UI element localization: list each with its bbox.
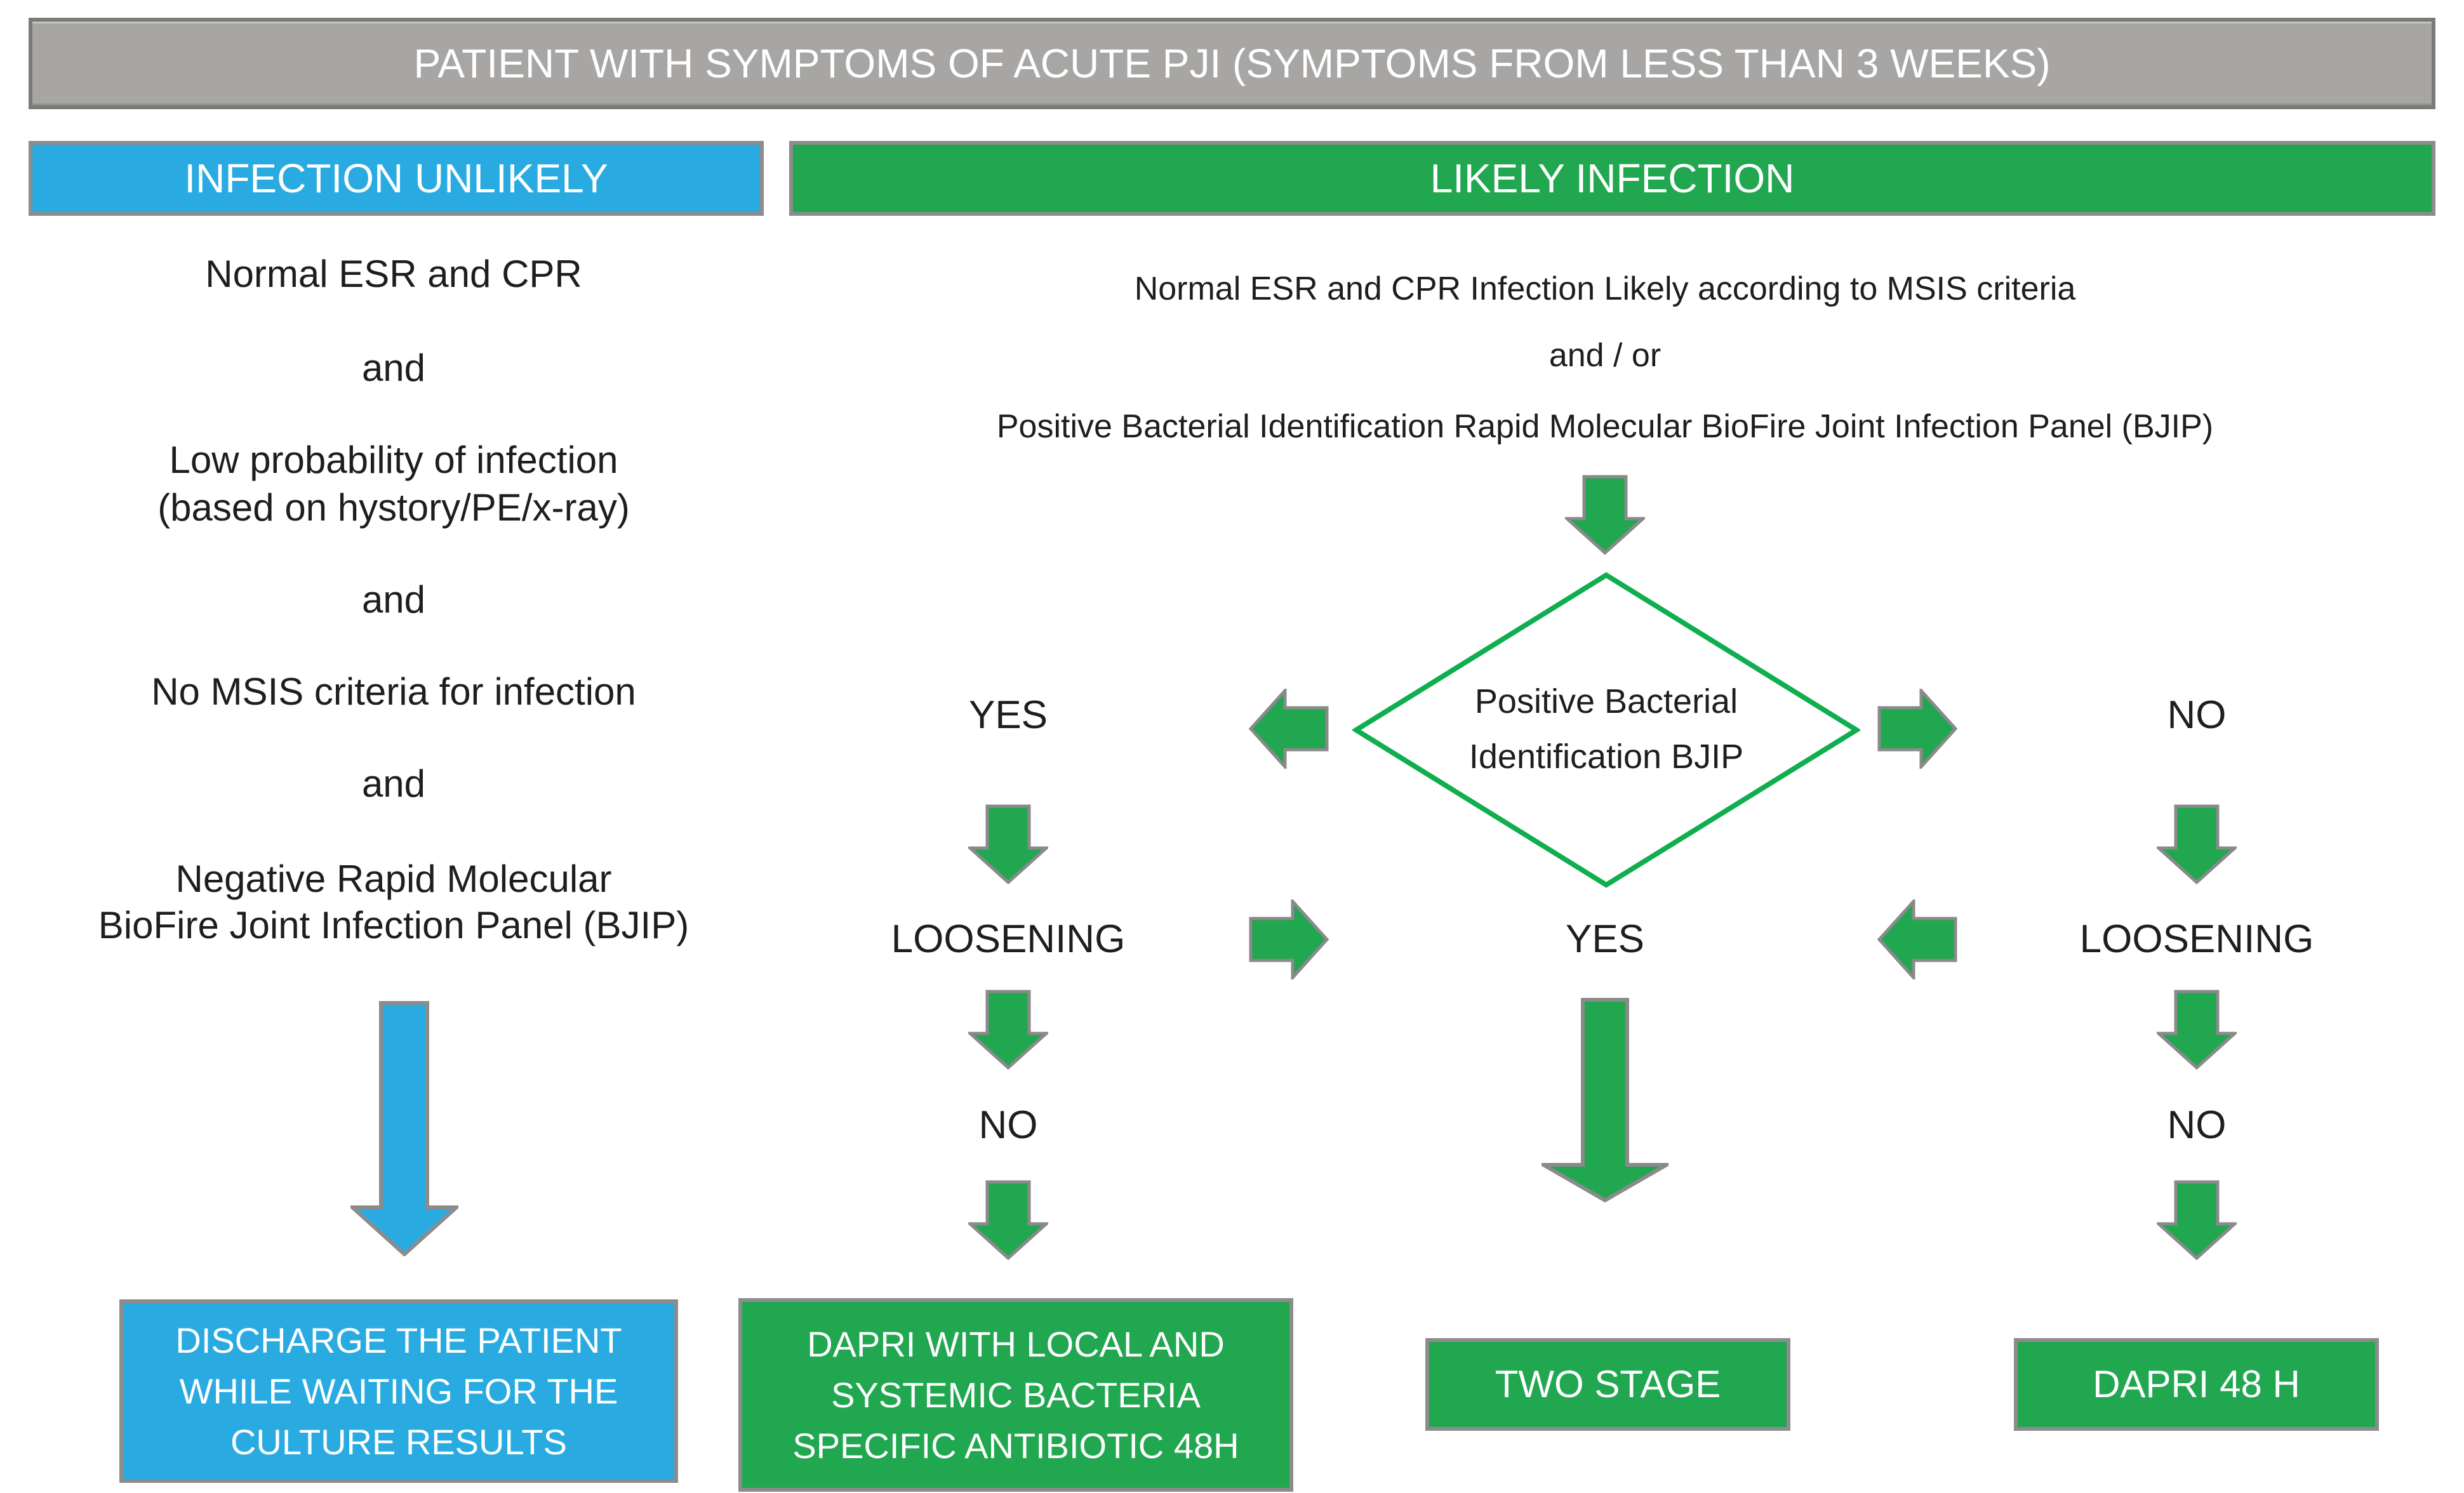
criterion-text: No MSIS criteria for infection xyxy=(151,670,636,713)
right-arrow-icon xyxy=(1249,899,1329,979)
outcome-line: DAPRI 48 H xyxy=(2093,1363,2300,1405)
right-arrow-icon xyxy=(1877,689,1957,769)
dapri-48h-outcome-box: DAPRI 48 H xyxy=(2014,1338,2379,1431)
down-arrow-icon xyxy=(2157,990,2237,1070)
no-label: NO xyxy=(978,1103,1038,1147)
down-arrow-icon xyxy=(968,1180,1048,1260)
loosening-label: LOOSENING xyxy=(891,917,1126,961)
discharge-outcome-box: DISCHARGE THE PATIENT WHILE WAITING FOR … xyxy=(119,1299,678,1483)
connector-and: and xyxy=(361,347,426,389)
down-arrow-icon xyxy=(1565,475,1645,555)
criterion-text: Normal ESR and CPR Infection Likely acco… xyxy=(1134,270,2076,307)
page-title: PATIENT WITH SYMPTOMS OF ACUTE PJI (SYMP… xyxy=(29,18,2435,109)
left-arrow-icon xyxy=(1877,899,1957,979)
connector-and: and xyxy=(361,762,426,805)
decision-diamond xyxy=(1352,571,1860,889)
outcome-line: SPECIFIC ANTIBIOTIC 48H xyxy=(792,1425,1239,1466)
no-label: NO xyxy=(2167,1103,2227,1147)
yes-label: YES xyxy=(968,693,1048,737)
loosening-label: LOOSENING xyxy=(2079,917,2314,961)
criterion-text: Normal ESR and CPR xyxy=(205,253,582,295)
dapri-local-outcome-box: DAPRI WITH LOCAL AND SYSTEMIC BACTERIA S… xyxy=(738,1298,1293,1492)
outcome-line: WHILE WAITING FOR THE xyxy=(179,1370,618,1411)
connector-and-or: and / or xyxy=(1548,337,1662,374)
connector-and: and xyxy=(361,578,426,621)
left-arrow-icon xyxy=(1249,689,1329,769)
outcome-line: CULTURE RESULTS xyxy=(230,1421,567,1462)
down-arrow-icon xyxy=(2157,804,2237,884)
two-stage-outcome-box: TWO STAGE xyxy=(1425,1338,1790,1431)
criterion-text: Low probability of infection xyxy=(169,439,618,481)
down-arrow-icon xyxy=(350,1001,458,1256)
decision-text: Positive Bacterial xyxy=(1474,682,1738,720)
down-arrow-icon xyxy=(968,804,1048,884)
outcome-line: DISCHARGE THE PATIENT xyxy=(175,1320,622,1360)
likely-infection-header: LIKELY INFECTION xyxy=(789,141,2435,216)
down-arrow-icon xyxy=(968,990,1048,1070)
criterion-text: (based on hystory/PE/x-ray) xyxy=(157,486,630,529)
criterion-text: BioFire Joint Infection Panel (BJIP) xyxy=(98,904,689,946)
outcome-line: SYSTEMIC BACTERIA xyxy=(831,1374,1201,1415)
infection-unlikely-header: INFECTION UNLIKELY xyxy=(29,141,764,216)
yes-label: YES xyxy=(1565,917,1645,961)
criterion-text: Positive Bacterial Identification Rapid … xyxy=(996,408,2214,445)
down-arrow-icon xyxy=(2157,1180,2237,1260)
no-label: NO xyxy=(2167,693,2227,737)
outcome-line: DAPRI WITH LOCAL AND xyxy=(807,1324,1225,1364)
long-down-arrow-icon xyxy=(1542,998,1668,1202)
criterion-text: Negative Rapid Molecular xyxy=(175,858,612,900)
outcome-line: TWO STAGE xyxy=(1495,1363,1721,1405)
decision-text: Identification BJIP xyxy=(1468,738,1744,776)
